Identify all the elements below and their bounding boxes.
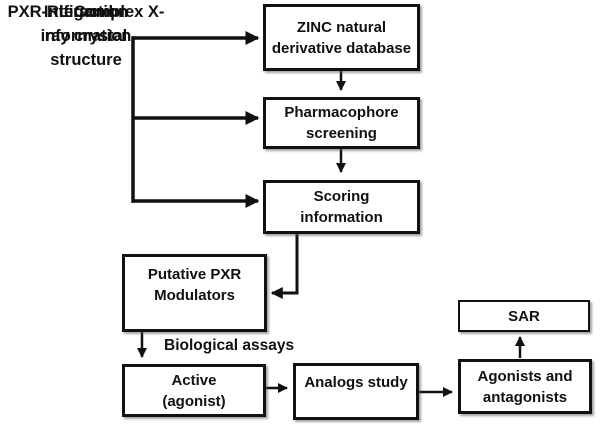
- node-active-agonist: Active (agonist): [122, 364, 266, 417]
- node-scoring-information: Scoring information: [263, 180, 420, 234]
- node-analogs-study: Analogs study: [293, 363, 419, 420]
- edge-label-biological-assays: Biological assays: [164, 337, 295, 354]
- input-label-interaction: Interaction: [43, 3, 129, 21]
- node-pharmacophore-screening: Pharmacophore screening: [263, 97, 420, 149]
- node-sar: SAR: [458, 300, 590, 332]
- input-label-crystal-structure: PXR-Rif Complex X- ray crystal structure: [7, 3, 165, 69]
- node-zinc-database: ZINC natural derivative database: [263, 4, 420, 71]
- input-label-ligand-information: Ligand information: [40, 3, 132, 45]
- arrow-scoring-to-putative: [270, 234, 299, 299]
- node-putative-pxr-modulators: Putative PXR Modulators: [122, 254, 267, 332]
- node-agonists-antagonists: Agonists and antagonists: [458, 359, 592, 414]
